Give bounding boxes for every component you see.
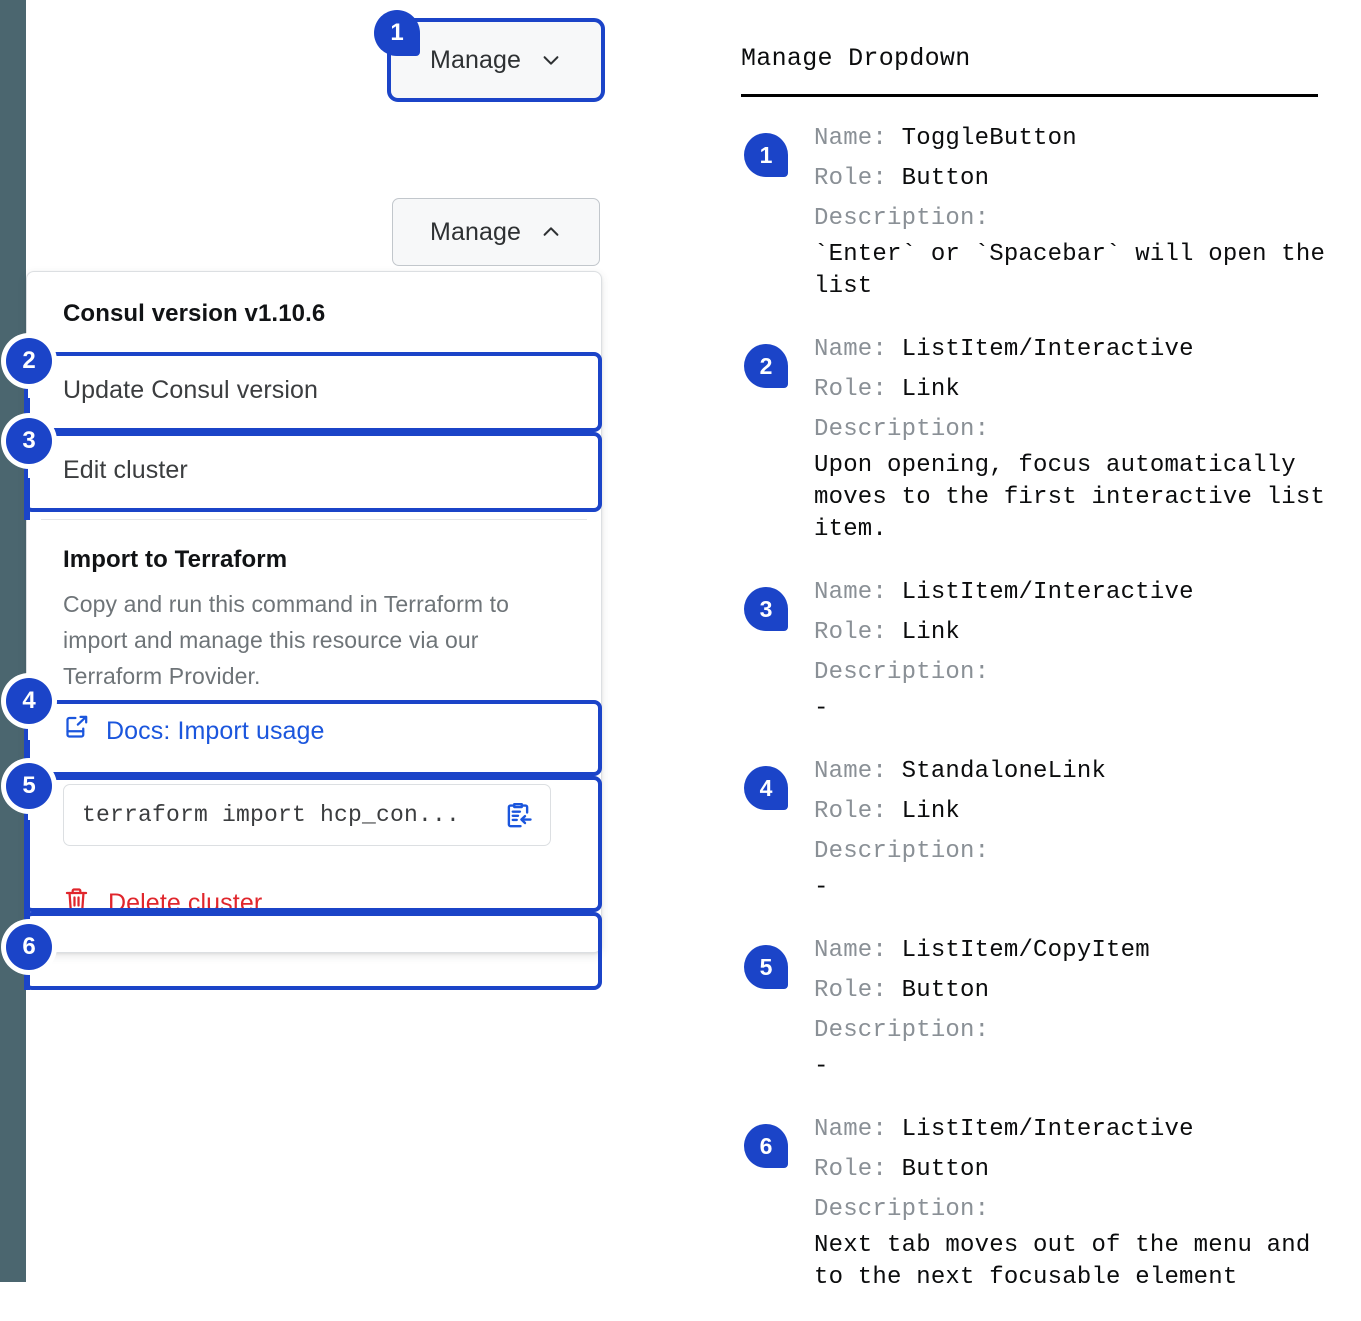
clipboard-copy-icon[interactable]: [502, 799, 534, 831]
legend-name-key: Name:: [814, 937, 902, 964]
legend-badge-6: 6: [744, 1124, 788, 1168]
legend-badge-4: 4: [744, 766, 788, 810]
legend-description-body: Upon opening, focus automatically moves …: [814, 452, 1326, 543]
legend-role: Role: Button: [814, 159, 1341, 199]
legend-role-key: Role:: [814, 376, 902, 403]
legend-badge-3: 3: [744, 587, 788, 631]
legend-rule: [741, 94, 1318, 97]
legend-badge-1: 1: [744, 133, 788, 177]
annotation-badge-5: 5: [6, 763, 52, 809]
menu-item-edit-cluster[interactable]: Edit cluster: [63, 455, 188, 484]
legend-role: Role: Button: [814, 971, 1341, 1011]
chevron-down-icon: [540, 49, 562, 71]
legend-name-key: Name:: [814, 1116, 902, 1143]
legend-role-value: Link: [901, 619, 961, 646]
legend-title: Manage Dropdown: [741, 44, 971, 73]
legend-role-key: Role:: [814, 798, 902, 825]
legend-description-body: -: [814, 1053, 829, 1080]
legend-name: Name: ToggleButton: [814, 119, 1341, 159]
menu-item-docs-import-usage[interactable]: Docs: Import usage: [27, 694, 601, 768]
manage-button-label: Manage: [430, 45, 521, 74]
legend-role-key: Role:: [814, 977, 902, 1004]
legend-name-value: ListItem/CopyItem: [901, 937, 1150, 964]
legend-name: Name: StandaloneLink: [814, 752, 1341, 792]
annotation-badge-4: 4: [6, 678, 52, 724]
legend-role-value: Button: [901, 1156, 990, 1183]
legend-description-body: -: [814, 874, 829, 901]
legend-description-label: Description:: [814, 1196, 990, 1223]
connector-5-6: [24, 820, 30, 940]
manage-dropdown-toggle-expanded[interactable]: Manage: [392, 198, 600, 266]
terraform-command-field[interactable]: terraform import hcp_con...: [63, 784, 551, 846]
legend-role-value: Link: [901, 376, 961, 403]
legend-description-body: -: [814, 695, 829, 722]
legend-name-value: ListItem/Interactive: [901, 336, 1194, 363]
left-nav-rail: [0, 0, 26, 1282]
annotation-badge-3: 3: [6, 418, 52, 464]
legend-description-label: Description:: [814, 659, 990, 686]
legend-role: Role: Link: [814, 370, 1341, 410]
manage-dropdown-menu: Consul version v1.10.6 Update Consul ver…: [26, 271, 602, 953]
legend-name-key: Name:: [814, 125, 902, 152]
legend-role-key: Role:: [814, 619, 902, 646]
legend-name: Name: ListItem/Interactive: [814, 573, 1341, 613]
menu-divider: [41, 519, 587, 520]
legend-role-value: Button: [901, 977, 990, 1004]
legend-name-value: ListItem/Interactive: [901, 1116, 1194, 1143]
legend-name: Name: ListItem/Interactive: [814, 330, 1341, 370]
legend-description-body: `Enter` or `Spacebar` will open the list: [814, 241, 1326, 300]
legend-description-body: Next tab moves out of the menu and to th…: [814, 1232, 1311, 1291]
connector-3-end: [24, 478, 30, 520]
docs-import-usage-label: Docs: Import usage: [106, 716, 325, 745]
legend-role-value: Button: [901, 165, 990, 192]
chevron-up-icon: [540, 221, 562, 243]
consul-version-header: Consul version v1.10.6: [63, 300, 326, 327]
import-to-terraform-title: Import to Terraform: [63, 546, 288, 573]
legend-role: Role: Link: [814, 792, 1341, 832]
legend-description-label: Description:: [814, 838, 990, 865]
legend-name-value: ListItem/Interactive: [901, 579, 1194, 606]
import-to-terraform-description: Copy and run this command in Terraform t…: [63, 591, 509, 689]
legend-role-value: Link: [901, 798, 961, 825]
legend-name-key: Name:: [814, 336, 902, 363]
legend-role: Role: Link: [814, 613, 1341, 653]
terraform-command-row: terraform import hcp_con...: [27, 768, 601, 864]
legend-role-key: Role:: [814, 165, 902, 192]
legend-description-label: Description:: [814, 416, 990, 443]
annotation-badge-6: 6: [6, 924, 52, 970]
legend-role: Role: Button: [814, 1150, 1341, 1190]
legend-name-key: Name:: [814, 758, 902, 785]
legend-description-label: Description:: [814, 1017, 990, 1044]
docs-external-link-icon: [63, 714, 90, 748]
trash-icon: [63, 886, 90, 920]
legend-role-key: Role:: [814, 1156, 902, 1183]
legend-badge-5: 5: [744, 945, 788, 989]
annotated-ui-pane: Manage Manage Consul version v1.10.6 Upd…: [0, 0, 700, 1282]
legend-description-label: Description:: [814, 205, 990, 232]
menu-item-delete-cluster[interactable]: Delete cluster: [27, 864, 601, 942]
menu-item-update-consul-version[interactable]: Update Consul version: [63, 375, 319, 404]
manage-dropdown-toggle-collapsed[interactable]: Manage: [387, 18, 605, 102]
delete-cluster-label: Delete cluster: [108, 888, 263, 917]
terraform-command-value: terraform import hcp_con...: [82, 802, 461, 828]
legend-name: Name: ListItem/Interactive: [814, 1110, 1341, 1150]
legend-name-value: StandaloneLink: [901, 758, 1107, 785]
annotation-badge-1: 1: [374, 10, 420, 56]
legend-badge-2: 2: [744, 344, 788, 388]
legend-name-key: Name:: [814, 579, 902, 606]
legend-name-value: ToggleButton: [901, 125, 1077, 152]
annotation-badge-2: 2: [6, 338, 52, 384]
legend-name: Name: ListItem/CopyItem: [814, 931, 1341, 971]
manage-button-label-expanded: Manage: [430, 217, 521, 246]
